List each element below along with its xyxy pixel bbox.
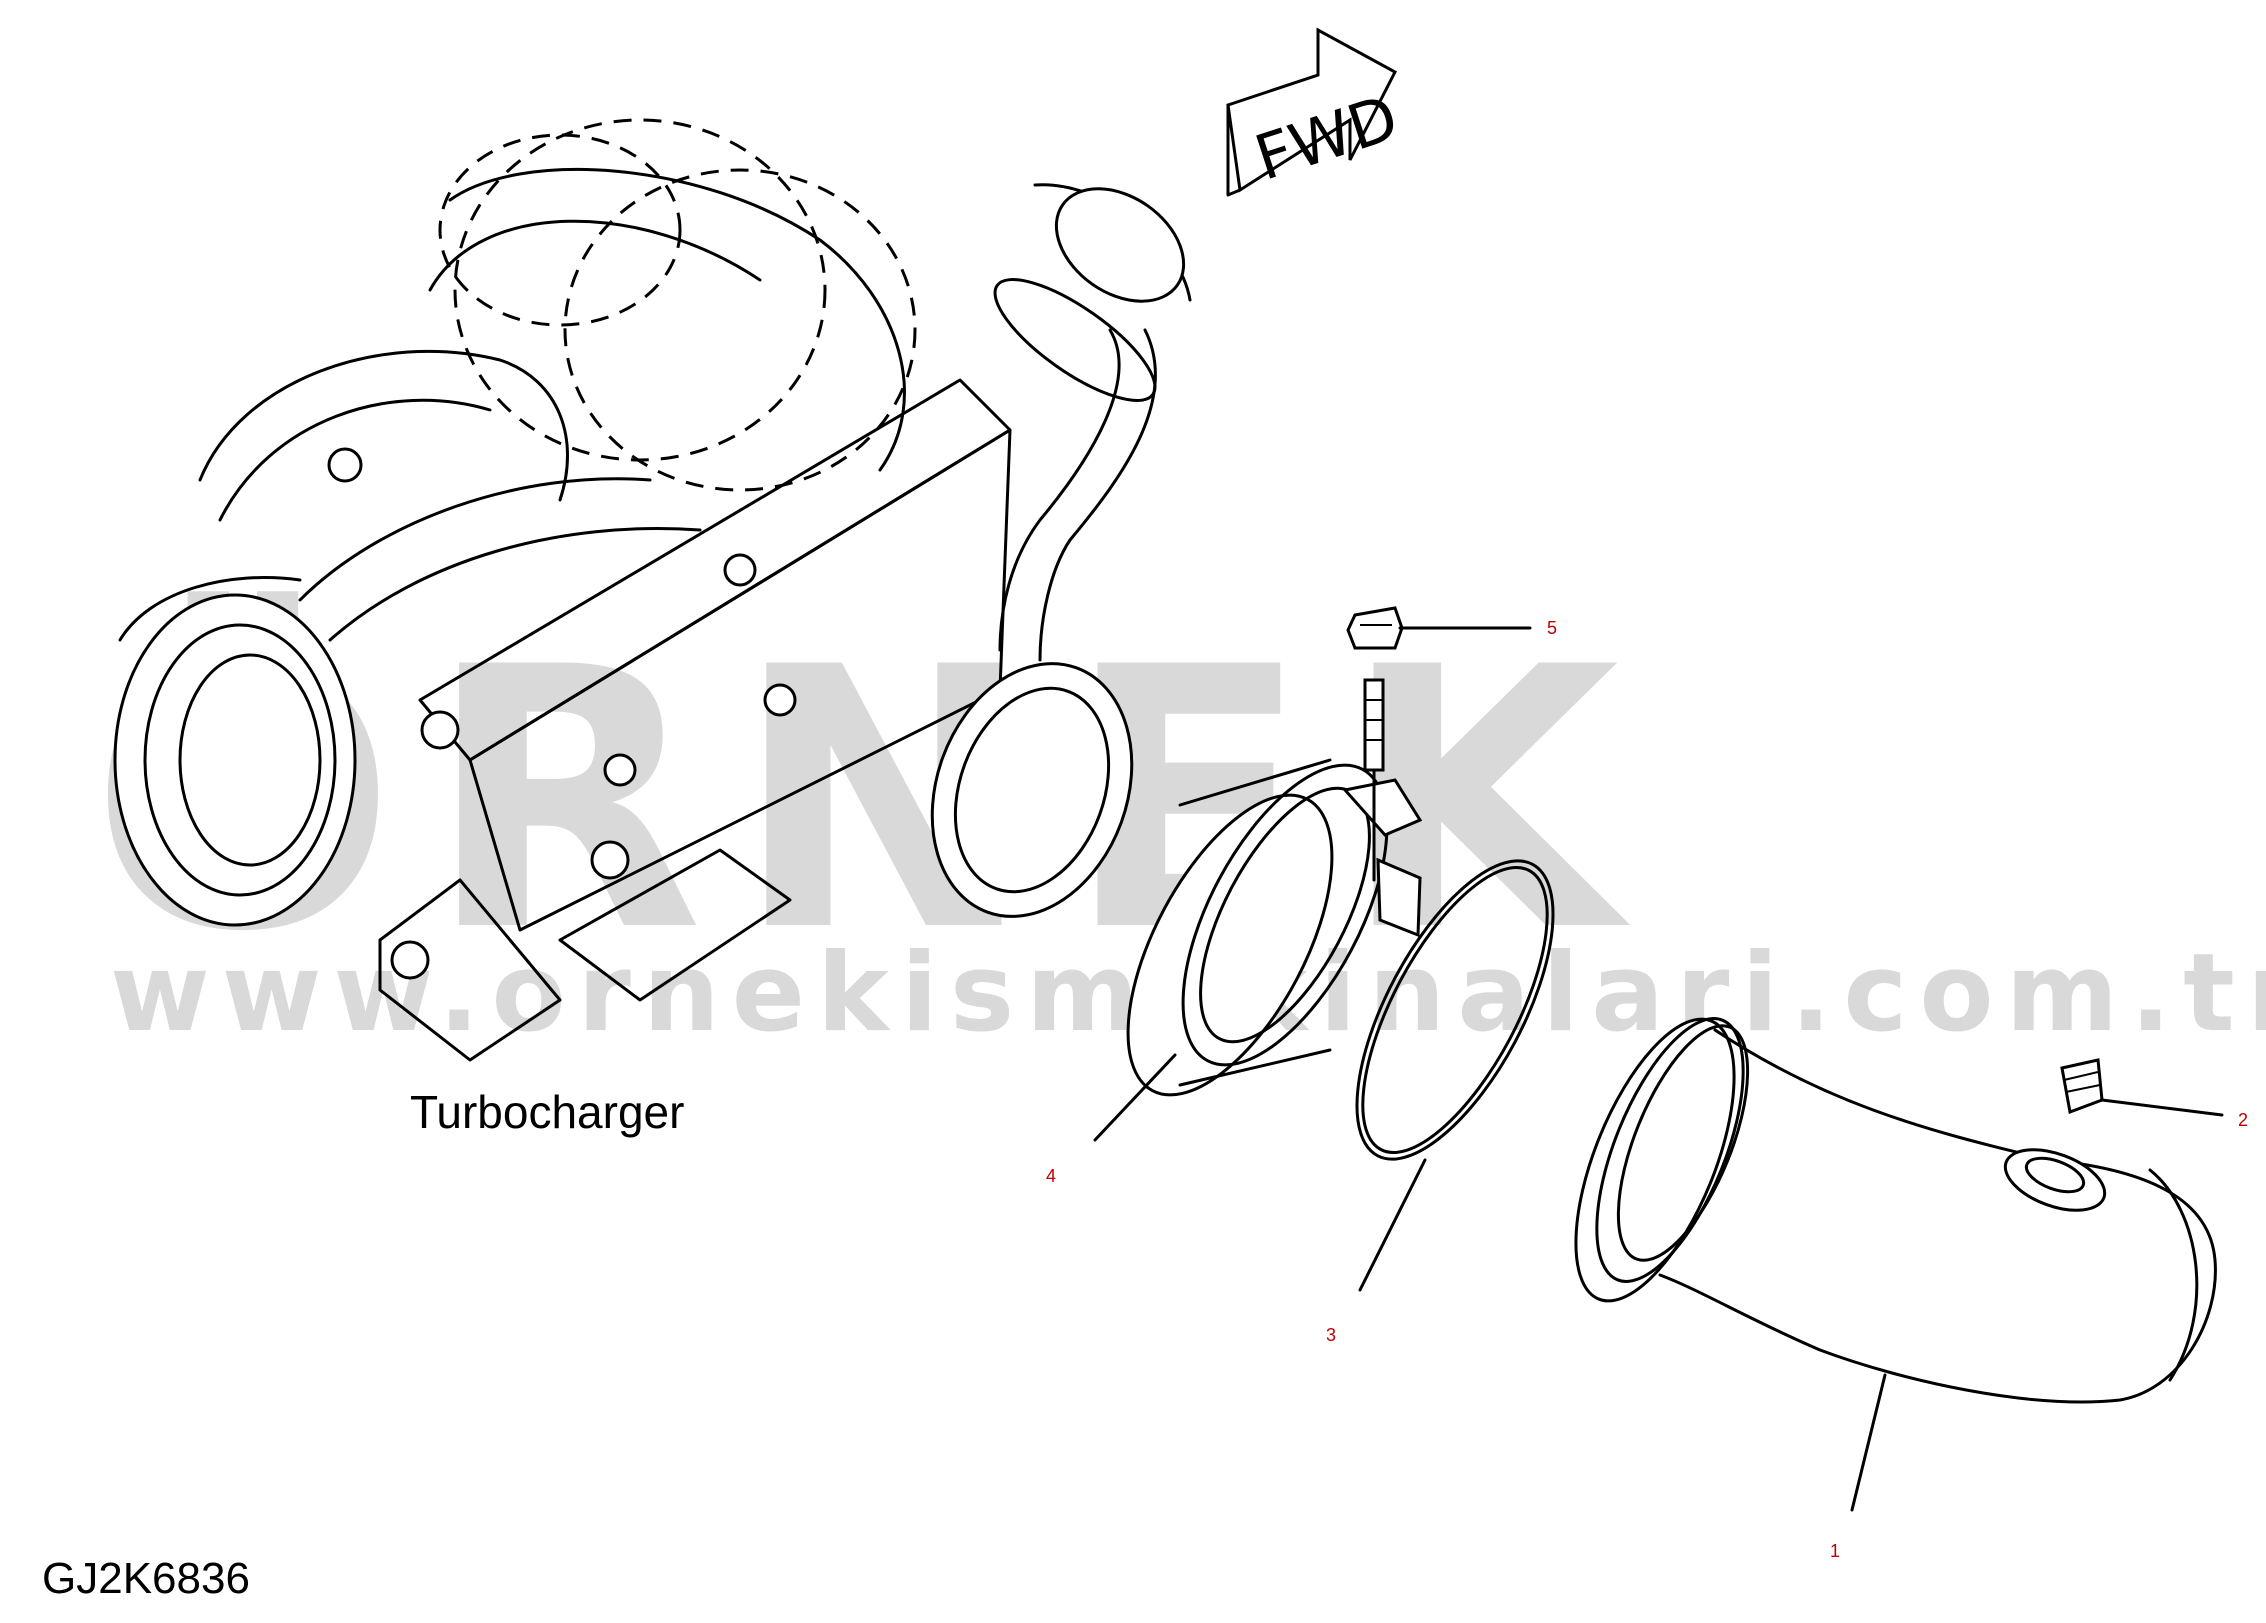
- callout-3: 3: [1326, 1325, 1336, 1345]
- part-plug: [2060, 1058, 2224, 1117]
- callout-4: 4: [1046, 1166, 1056, 1186]
- part-v-band-clamp: [1093, 758, 1423, 1142]
- callout-1: 1: [1830, 1541, 1840, 1561]
- part-nut: [1346, 606, 1532, 772]
- fwd-arrow: FWD: [1226, 27, 1407, 197]
- part-o-ring: [1355, 859, 1555, 1292]
- figure-id: GJ2K6836: [42, 1554, 250, 1603]
- turbocharger-drawing: Turbocharger: [113, 118, 1192, 1138]
- part-elbow-pipe: [1574, 1017, 2217, 1512]
- callout-2: 2: [2238, 1110, 2248, 1130]
- callout-5: 5: [1547, 618, 1557, 638]
- callout-numbers: 1 2 3 4 5: [1046, 618, 2248, 1561]
- assembly-label: Turbocharger: [410, 1086, 684, 1138]
